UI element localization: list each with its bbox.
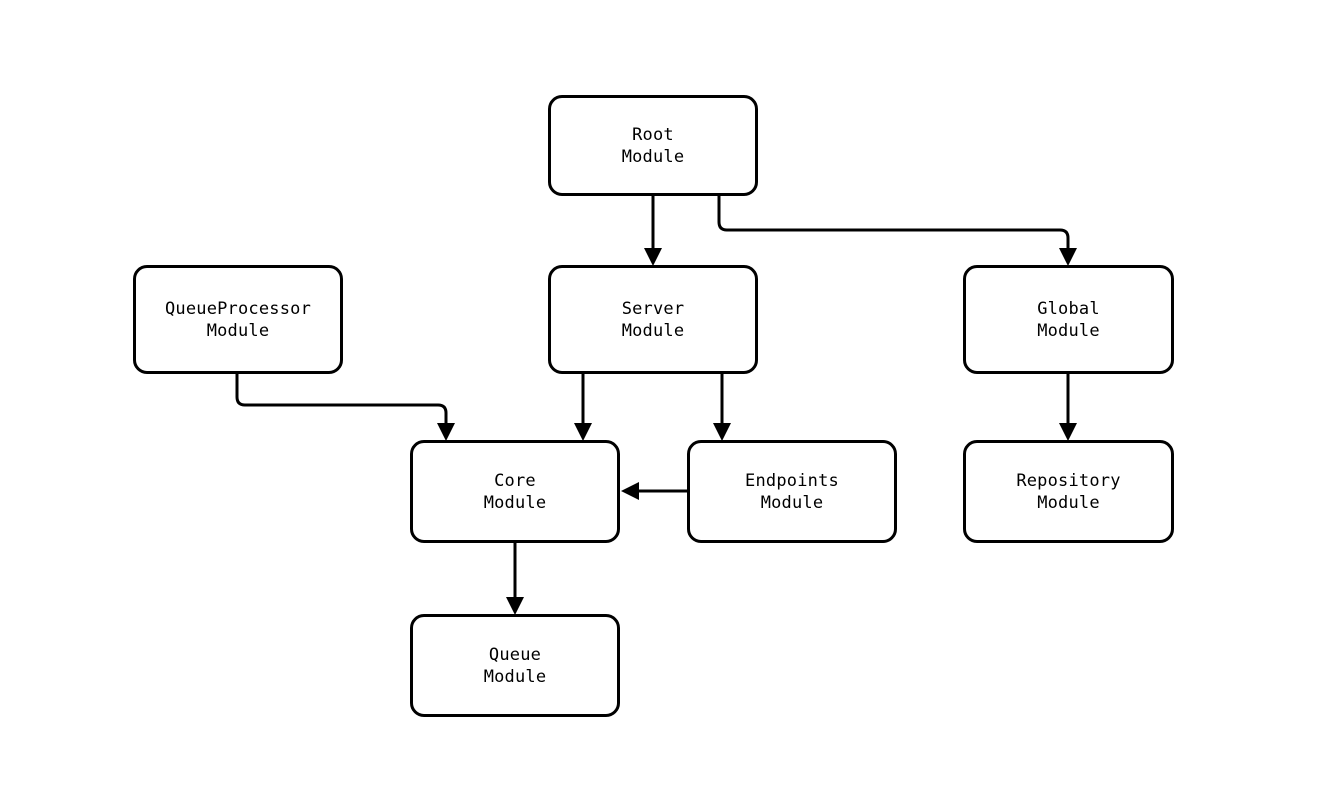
queueprocessor-module-node[interactable]: QueueProcessor Module	[133, 265, 343, 374]
edge-global-to-repository	[1059, 374, 1077, 441]
repository-module-label: Repository Module	[1016, 470, 1121, 513]
root-module-node[interactable]: Root Module	[548, 95, 758, 196]
server-module-node[interactable]: Server Module	[548, 265, 758, 374]
global-module-label: Global Module	[1037, 298, 1100, 341]
queue-module-label: Queue Module	[483, 644, 547, 687]
edge-core-to-queue	[506, 543, 524, 615]
endpoints-module-node[interactable]: Endpoints Module	[687, 440, 897, 543]
edge-endpoints-to-core	[621, 482, 687, 500]
edge-server-to-core	[574, 374, 592, 441]
queueprocessor-module-label: QueueProcessor Module	[164, 298, 312, 341]
edge-root-to-server	[644, 196, 662, 266]
global-module-node[interactable]: Global Module	[963, 265, 1174, 374]
queue-module-node[interactable]: Queue Module	[410, 614, 620, 717]
edge-server-to-endpoints	[713, 374, 731, 441]
endpoints-module-label: Endpoints Module	[745, 470, 839, 513]
edge-queueprocessor-to-core	[235, 374, 455, 441]
core-module-node[interactable]: Core Module	[410, 440, 620, 543]
core-module-label: Core Module	[483, 470, 547, 513]
server-module-label: Server Module	[621, 298, 685, 341]
edge-root-to-global	[717, 196, 1077, 266]
root-module-label: Root Module	[621, 124, 685, 167]
repository-module-node[interactable]: Repository Module	[963, 440, 1174, 543]
